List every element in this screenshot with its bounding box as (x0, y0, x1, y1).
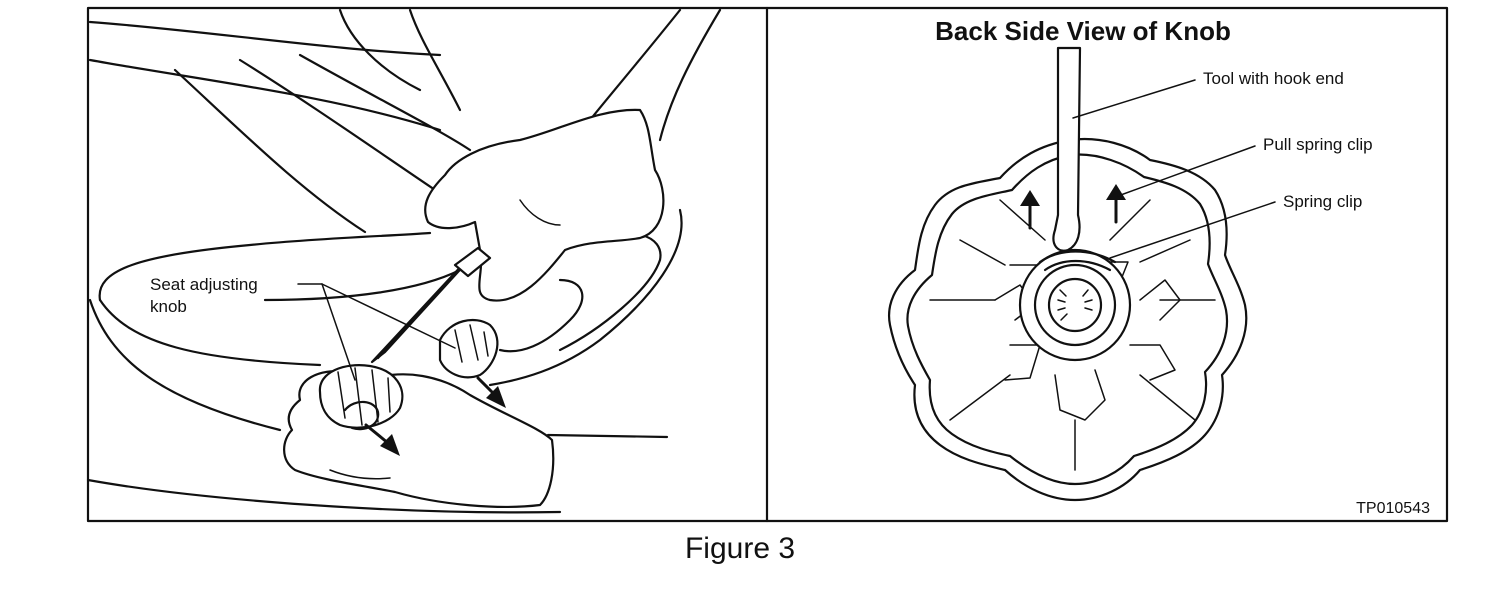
floor-line (546, 433, 669, 439)
knob-ridges (337, 367, 391, 426)
cushion-side (88, 298, 282, 432)
spring-clip (1038, 250, 1117, 264)
pull-arrow-head (486, 386, 506, 408)
part-number: TP010543 (1356, 500, 1430, 517)
callout-leader-clip (1109, 201, 1276, 259)
tool-shaft-line (376, 254, 474, 360)
callout-leader-tool (1072, 79, 1196, 119)
left-panel-seat-illustration (86, 8, 722, 514)
pull-arrow-shaft (364, 423, 390, 445)
floor-line (86, 478, 562, 514)
seat-line (338, 8, 422, 92)
seat-knob-label-line2: knob (150, 297, 187, 316)
seat-line (173, 68, 367, 234)
callout-leader (321, 283, 356, 381)
spline-teeth (1057, 289, 1093, 321)
callout-leader-pull (1117, 145, 1256, 197)
knob-ridges (454, 324, 489, 363)
spring-clip-inner (1043, 260, 1112, 272)
pull-arrow-head (1020, 190, 1040, 206)
seat-line (238, 58, 452, 202)
cushion-outline (98, 298, 322, 367)
figure-caption: Figure 3 (685, 532, 795, 565)
knob-inner-rim (906, 153, 1229, 486)
seat-trim (488, 208, 683, 387)
tool-callout-label: Tool with hook end (1203, 69, 1344, 88)
hand-crease (329, 469, 391, 480)
knob-spline-bore (1047, 277, 1103, 333)
seat-line (408, 8, 462, 112)
cushion-line (263, 268, 462, 302)
rear-knob (438, 318, 499, 379)
seat-line (88, 58, 442, 132)
pull-arrow-head (380, 434, 400, 456)
seat-trim (498, 278, 584, 353)
seat-line (588, 8, 682, 122)
pull-arrow-head (1106, 184, 1126, 200)
pull-arrow-shaft (476, 376, 496, 396)
upper-hand (424, 108, 665, 302)
seat-line (298, 53, 472, 152)
cushion-outline (98, 231, 432, 302)
seat-line (88, 20, 442, 57)
back-view-title: Back Side View of Knob (935, 16, 1231, 46)
thumb (343, 400, 380, 431)
pull-callout-label: Pull spring clip (1263, 135, 1373, 154)
seat-knob-label-line1: Seat adjusting (150, 275, 258, 294)
tool-handle-ferrule (453, 246, 492, 278)
hook-tool (1052, 46, 1082, 252)
knob-back-view (888, 46, 1276, 502)
callout-leader (321, 283, 456, 349)
hand-crease (519, 199, 561, 226)
clip-callout-label: Spring clip (1283, 192, 1362, 211)
knob-hub-ring (1033, 263, 1117, 347)
seat-line (658, 8, 722, 142)
seat-adjusting-knob (318, 364, 404, 429)
